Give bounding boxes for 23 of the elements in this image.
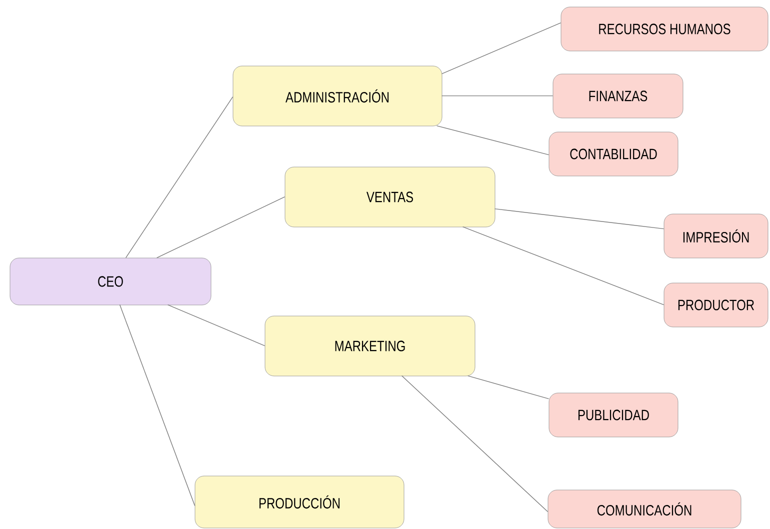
department-box: PRODUCCIÓN <box>194 476 404 528</box>
area-box: CONTABILIDAD <box>548 132 678 176</box>
area-box: IMPRESIÓN <box>664 214 768 258</box>
department-box: MARKETING <box>264 316 476 376</box>
area-box: RECURSOS HUMANOS <box>560 6 768 52</box>
area-box: FINANZAS <box>552 74 684 118</box>
connector-line <box>441 95 554 96</box>
connector-line <box>125 96 234 258</box>
connector-line <box>494 208 664 230</box>
connector-line <box>436 125 550 156</box>
connector-line <box>156 196 286 258</box>
connector-line <box>441 22 562 74</box>
connector-line <box>401 375 548 512</box>
root-box: CEO <box>10 258 212 306</box>
area-box: COMUNICACIÓN <box>548 490 742 528</box>
connector-line <box>167 304 266 346</box>
connector-line <box>119 304 196 506</box>
department-box: ADMINISTRACIÓN <box>232 66 442 126</box>
connector-line <box>467 375 550 400</box>
area-box: PUBLICIDAD <box>548 392 678 438</box>
area-box: PRODUCTOR <box>664 282 768 328</box>
department-box: VENTAS <box>284 166 496 228</box>
connector-line <box>462 226 664 306</box>
